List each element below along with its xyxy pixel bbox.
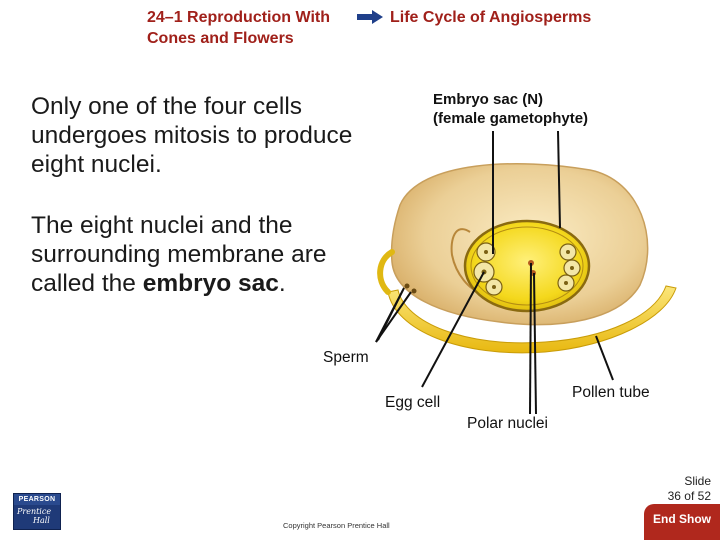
body-paragraph-1: Only one of the four cells undergoes mit… [31,93,353,178]
paragraph-2-term: embryo sac [142,270,279,297]
egg-cell-label: Egg cell [385,394,441,411]
logo-brand: PEARSON [14,494,60,505]
copyright-notice: Copyright Pearson Prentice Hall [283,521,390,530]
slide-counter: Slide 36 of 52 [668,474,711,504]
end-show-button[interactable]: End Show [644,504,720,540]
pollen-tube-label: Pollen tube [572,384,650,401]
embryo-sac-label: Embryo sac (N) (female gametophyte) [433,90,588,128]
logo-imprint-line1: Prentice [17,507,52,516]
polar-nuclei-label: Polar nuclei [467,415,548,432]
paragraph-2-period: . [278,270,286,297]
logo-imprint: Prentice Hall [17,507,59,525]
embryo-sac-label-line1: Embryo sac (N) [433,91,544,108]
slide-counter-label: Slide [684,474,711,488]
pollen-tube-shape [387,285,677,354]
chapter-title: Life Cycle of Angiosperms [390,9,592,26]
sperm-label: Sperm [323,349,369,366]
slide-counter-number: 36 of 52 [667,489,711,503]
section-title: 24–1 Reproduction With Cones and Flowers [147,9,330,47]
logo-imprint-line2: Hall [33,516,50,525]
paragraph-2-text: The eight nuclei and the surrounding mem… [31,212,327,297]
body-paragraph-2: The eight nuclei and the surrounding mem… [31,211,361,298]
arrow-right-icon [357,10,383,24]
embryo-sac-label-line2: (female gametophyte) [433,110,589,127]
publisher-logo: PEARSON Prentice Hall [13,493,61,530]
